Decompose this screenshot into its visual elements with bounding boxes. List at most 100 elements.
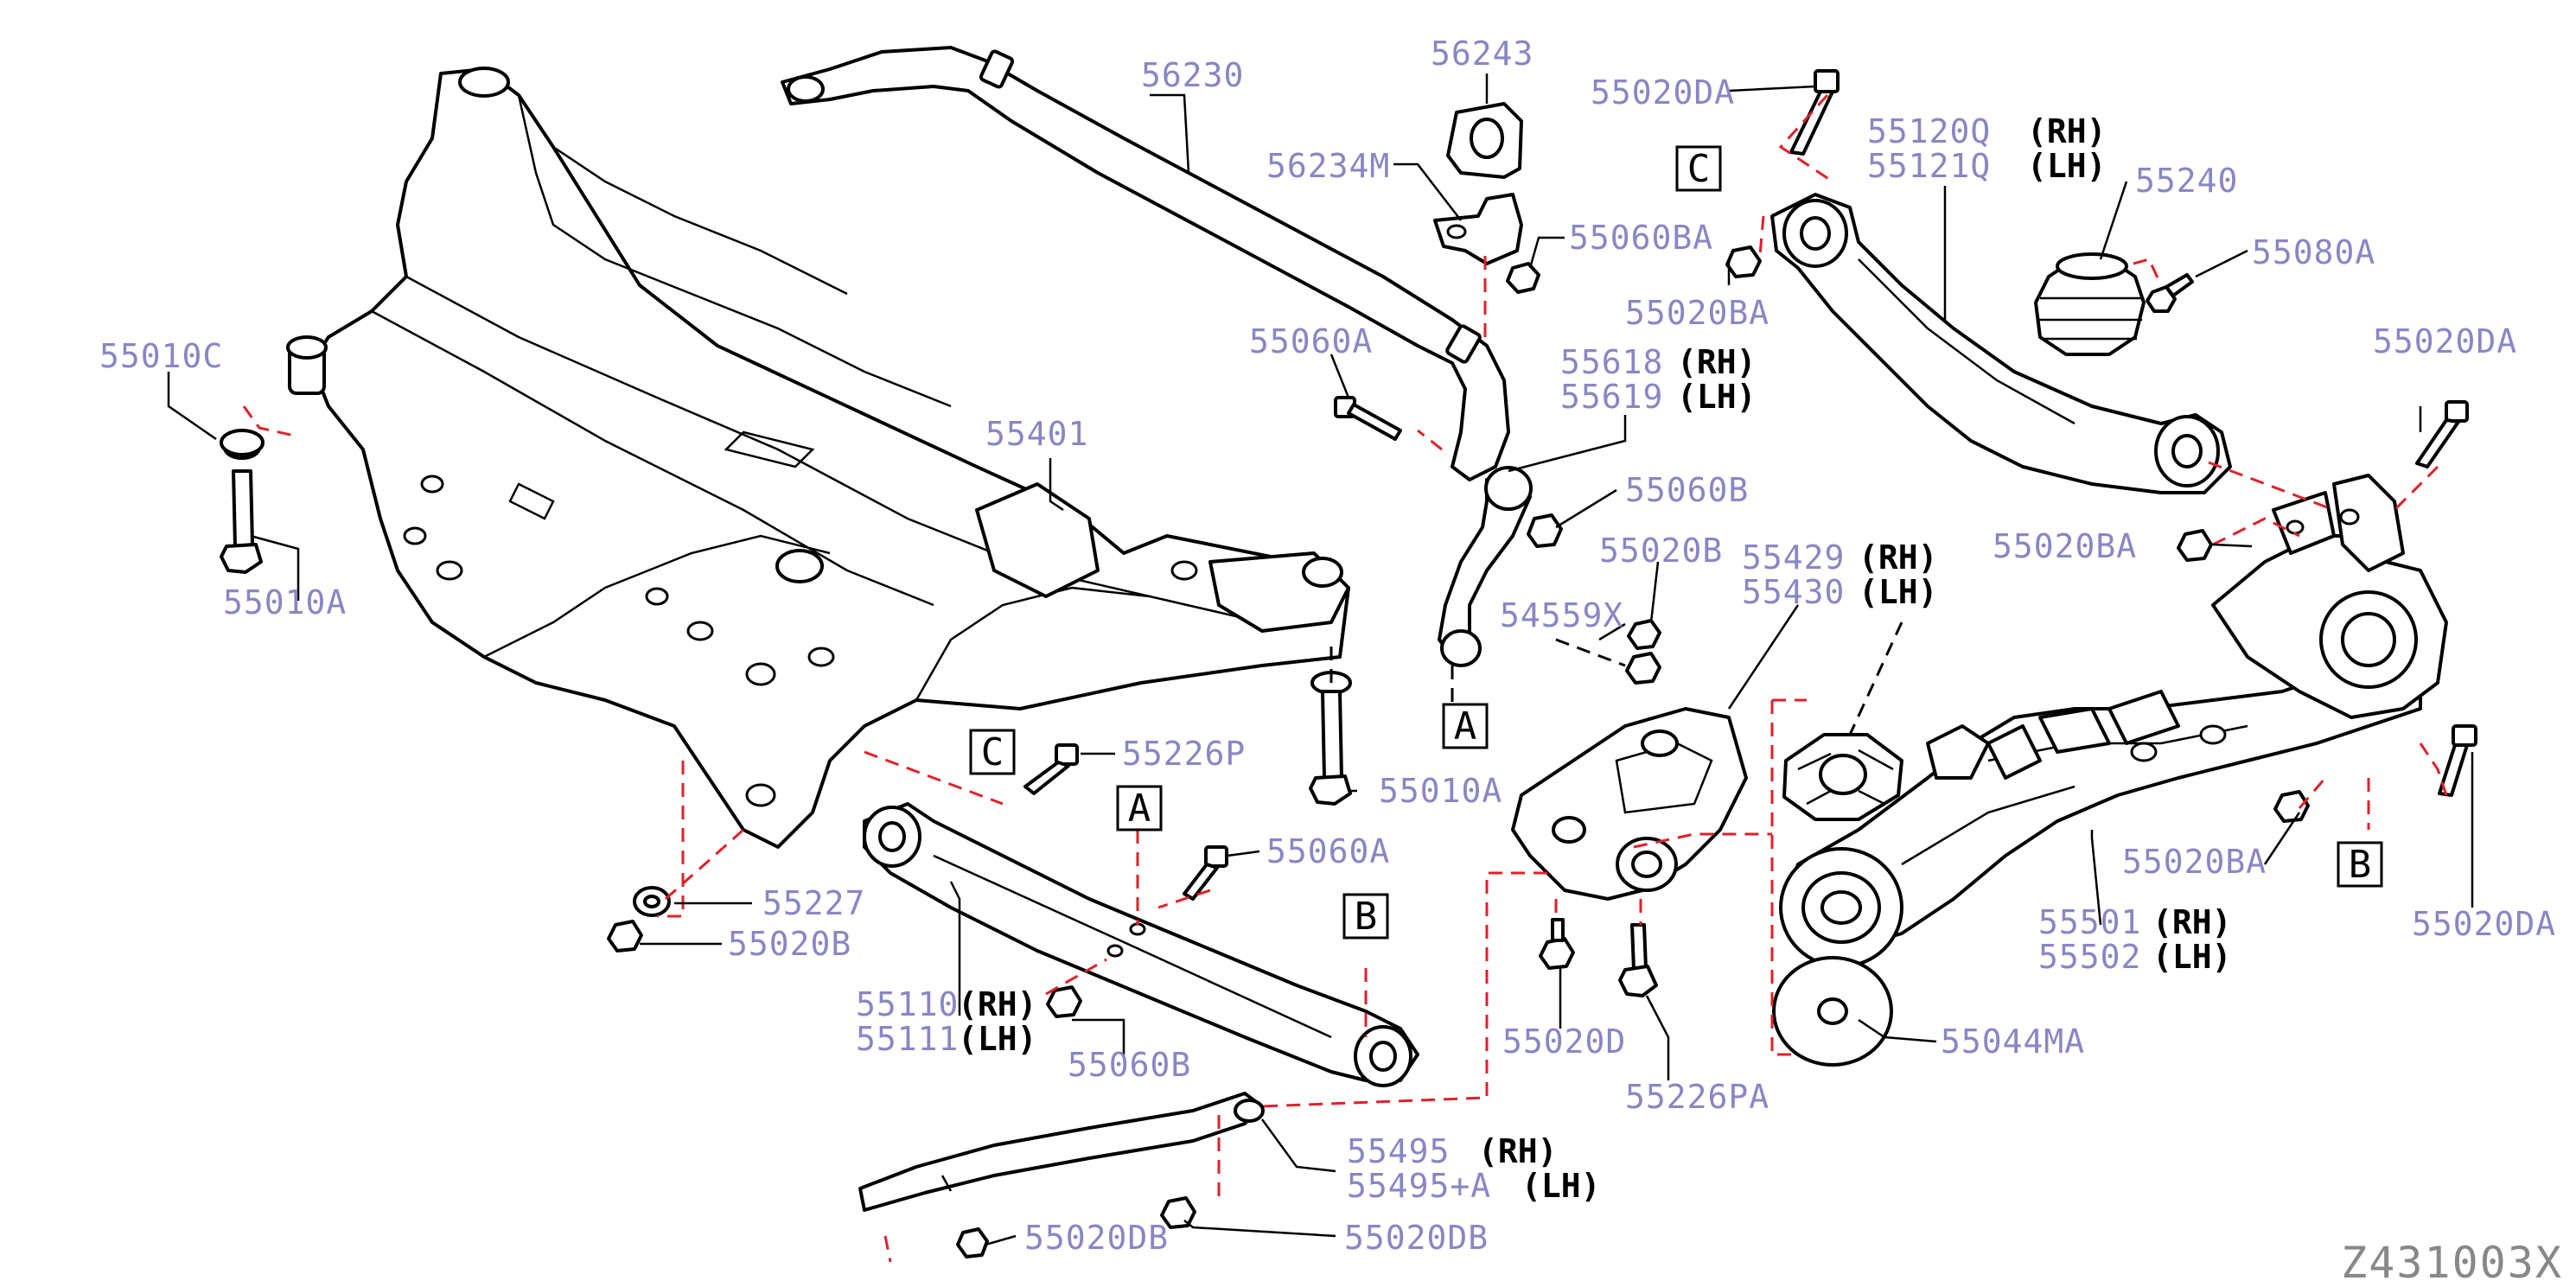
reference-box-b-right: B <box>2337 841 2383 888</box>
upper-arm-55120q <box>1770 193 2232 494</box>
bolt-55020da-right <box>2415 400 2469 468</box>
callout-55010c: 55010C <box>99 337 223 375</box>
callout-55010a-mid: 55010A <box>1379 772 1502 810</box>
callout-55495a-suffix: (LH) <box>1521 1167 1601 1205</box>
callout-55111: 55111 <box>856 1020 959 1058</box>
reference-box-c-top-letter: C <box>1687 147 1711 191</box>
bolt-55060a-top <box>1334 396 1402 441</box>
callout-55495-suffix: (RH) <box>1478 1132 1558 1170</box>
callout-55495a: 55495+A <box>1347 1167 1491 1205</box>
reference-box-a-mid: A <box>1116 785 1163 831</box>
stabilizer-bar-56230 <box>781 46 1510 481</box>
nut-55020ba-low <box>2273 790 2310 823</box>
callout-55020b-left: 55020B <box>728 925 851 963</box>
callout-55120q-suffix: (RH) <box>2027 112 2107 150</box>
callout-55060b-top: 55060B <box>1625 471 1749 509</box>
bolt-55226pa <box>1618 923 1658 997</box>
callout-55020da-right: 55020DA <box>2373 322 2517 360</box>
callout-55429: 55429 <box>1742 538 1845 577</box>
callout-55020da-top: 55020DA <box>1591 73 1735 111</box>
callout-55227: 55227 <box>762 884 865 922</box>
callout-55501-suffix: (RH) <box>2152 903 2232 941</box>
callout-labels: 56230 56243 56234M 55060BA 55020DA 55120… <box>99 35 2555 1257</box>
nut-55060b-bot <box>1046 985 1082 1018</box>
callout-55121q-suffix: (LH) <box>2027 147 2107 185</box>
callout-55120q: 55120Q <box>1867 112 1991 150</box>
callout-55060a-mid: 55060A <box>1266 832 1390 870</box>
callout-55020db-right: 55020DB <box>1344 1219 1489 1257</box>
callout-55240: 55240 <box>2135 162 2238 200</box>
washer-55010c <box>220 429 265 456</box>
callout-55429-suffix: (RH) <box>1859 538 1938 577</box>
callout-55080a: 55080A <box>2252 233 2375 271</box>
reference-box-a-low: A <box>1442 703 1489 749</box>
callout-55060b-bot: 55060B <box>1068 1046 1191 1084</box>
bolt-55020da-top <box>1789 69 1840 156</box>
callout-55430: 55430 <box>1742 573 1845 611</box>
callout-55226pa: 55226PA <box>1625 1078 1769 1116</box>
bolt-55060a-mid <box>1183 845 1228 901</box>
callout-55020d: 55020D <box>1502 1023 1626 1061</box>
callout-55060a-top: 55060A <box>1249 322 1373 360</box>
diagram-reference-code: Z431003X <box>2341 1238 2563 1283</box>
leader-lines <box>167 73 2474 1246</box>
callout-55501: 55501 <box>2038 903 2141 941</box>
callout-54559x: 54559X <box>1500 596 1623 634</box>
reference-box-a-low-letter: A <box>1454 704 1477 749</box>
bolt-55020d <box>1539 918 1575 970</box>
bracket-56234m <box>1433 193 1523 265</box>
reference-box-a-mid-letter: A <box>1128 787 1151 831</box>
callout-55401: 55401 <box>985 415 1088 453</box>
callout-55618: 55618 <box>1560 343 1663 381</box>
spring-lower-insulator <box>1779 847 1903 968</box>
callout-55110-suffix: (RH) <box>958 985 1037 1023</box>
bolt-55080a <box>2146 273 2194 313</box>
bump-stop-55240 <box>2034 252 2146 356</box>
callout-55430-suffix: (LH) <box>1859 573 1938 611</box>
subframe-55401 <box>286 67 1350 849</box>
callout-55502-suffix: (LH) <box>2152 938 2232 976</box>
bracket-55429 <box>1511 707 1748 901</box>
callout-56230: 56230 <box>1141 56 1244 94</box>
nut-55020b-mid <box>1627 619 1661 650</box>
callout-56243: 56243 <box>1431 35 1533 73</box>
callout-55619-suffix: (LH) <box>1677 378 1757 416</box>
knuckle-assembly <box>1926 474 2448 780</box>
callout-55010a-left: 55010A <box>223 583 347 621</box>
nut-55060ba <box>1506 262 1540 294</box>
callout-55502: 55502 <box>2038 938 2141 976</box>
callout-55020db-left: 55020DB <box>1024 1219 1169 1257</box>
callout-55121q: 55121Q <box>1867 147 1991 185</box>
callout-55226p: 55226P <box>1122 735 1246 773</box>
connection-lines <box>242 93 2448 1263</box>
callout-55020ba-low: 55020BA <box>2122 843 2267 881</box>
bolt-55226p <box>1023 743 1079 795</box>
washer-55227 <box>633 886 671 917</box>
bolt-55020db-left <box>956 1227 989 1258</box>
stabilizer-link-55618 <box>1438 466 1533 667</box>
bolt-55010a-mid <box>1309 671 1352 806</box>
callout-55619: 55619 <box>1560 378 1663 416</box>
trailing-link-55495 <box>858 1092 1265 1212</box>
nut-55020ba-top <box>1725 245 1762 278</box>
callout-55020ba-right: 55020BA <box>1993 527 2137 565</box>
bushing-56243 <box>1446 102 1523 179</box>
lower-link-55110 <box>863 802 1419 1087</box>
spring-upper-seat <box>1782 733 1903 821</box>
callout-55020b-mid: 55020B <box>1599 532 1723 570</box>
nut-54559x <box>1625 652 1661 685</box>
callout-56234m: 56234M <box>1266 147 1390 185</box>
nut-55020b-left <box>607 920 643 953</box>
callout-55044ma: 55044MA <box>1941 1023 2085 1061</box>
reference-box-c-mid: C <box>969 729 1016 775</box>
callout-55020ba-top: 55020BA <box>1625 294 1769 332</box>
callout-55618-suffix: (RH) <box>1677 343 1757 381</box>
reference-box-b-low-letter: B <box>1355 895 1378 939</box>
reference-box-c-top: C <box>1675 145 1722 192</box>
reference-box-c-mid-letter: C <box>981 730 1004 774</box>
reference-box-b-right-letter: B <box>2349 843 2372 887</box>
nut-55060b-link <box>1527 513 1563 548</box>
lower-arm-55501 <box>1779 655 2422 953</box>
